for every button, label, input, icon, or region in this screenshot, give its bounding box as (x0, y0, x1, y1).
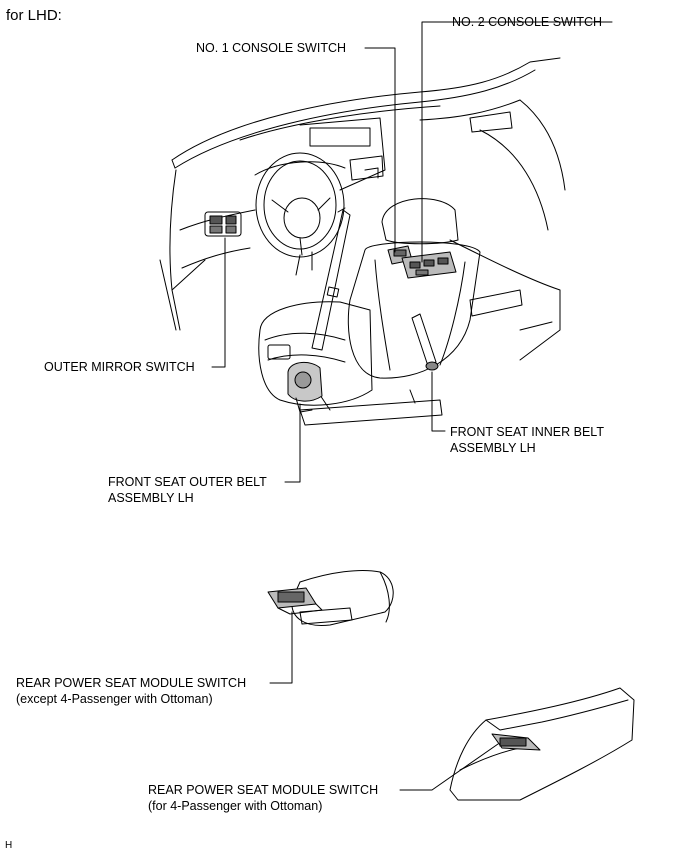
rear-switch-except-line2: (except 4-Passenger with Ottoman) (16, 692, 213, 706)
front-seat-inner-belt-line2: ASSEMBLY LH (450, 441, 536, 455)
front-seat-inner-belt-line1: FRONT SEAT INNER BELT (450, 425, 604, 439)
front-seat-outer-belt-line2: ASSEMBLY LH (108, 491, 194, 505)
front-seat-inner-belt-label: FRONT SEAT INNER BELT ASSEMBLY LH (450, 424, 604, 456)
page-title: for LHD: (6, 7, 62, 24)
rear-switch-ottoman-line1: REAR POWER SEAT MODULE SWITCH (148, 783, 379, 797)
rear-armrest-drawing (267, 570, 394, 627)
rear-switch-ottoman-line2: (for 4-Passenger with Ottoman) (148, 799, 323, 813)
front-seat-outer-belt-label: FRONT SEAT OUTER BELT ASSEMBLY LH (108, 474, 267, 506)
rear-switch-except-line1: REAR POWER SEAT MODULE SWITCH (16, 676, 247, 690)
no2-console-switch-label: NO. 2 CONSOLE SWITCH (452, 15, 603, 29)
rear-switch-ottoman-label: REAR POWER SEAT MODULE SWITCH (for 4-Pas… (148, 782, 378, 814)
figure-code: H (5, 840, 13, 851)
rear-ottoman-drawing (449, 687, 635, 801)
dashboard-drawing (159, 57, 566, 361)
no1-console-switch-label: NO. 1 CONSOLE SWITCH (196, 41, 347, 55)
rear-switch-except-label: REAR POWER SEAT MODULE SWITCH (except 4-… (16, 675, 246, 707)
front-seat-outer-belt-line1: FRONT SEAT OUTER BELT (108, 475, 267, 489)
driver-seat-drawing (258, 198, 481, 426)
outer-mirror-switch-label: OUTER MIRROR SWITCH (44, 360, 195, 374)
leader-lines (211, 21, 613, 791)
